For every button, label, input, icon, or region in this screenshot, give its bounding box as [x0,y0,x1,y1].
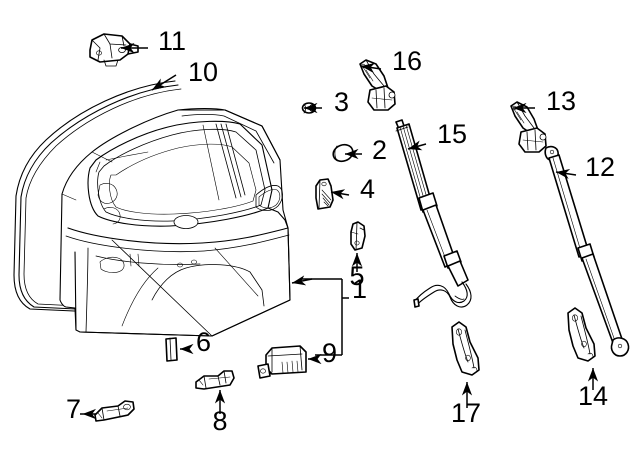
part-bumper-6 [165,337,178,362]
callout-16: 16 [392,46,422,76]
part-cushion-4 [315,178,334,210]
callout-14: 14 [578,381,608,411]
part-bracket-16 [359,59,396,111]
callout-6: 6 [196,327,211,357]
leader-10 [151,74,177,91]
callout-1: 1 [352,274,367,304]
callout-4: 4 [360,174,375,204]
part-hinge-upper [89,33,139,67]
callout-5: 5 [349,261,364,291]
callout-3: 3 [334,87,349,117]
leader-15 [407,140,427,151]
leader-16 [360,62,382,74]
callout-17: 17 [451,398,481,428]
part-damper-12 [544,145,630,357]
callout-8: 8 [212,406,227,436]
part-actuator-15 [395,119,472,308]
callout-10: 10 [188,57,218,87]
part-bracket-13 [510,101,547,153]
leader-1 [291,275,349,356]
callout-9: 9 [322,338,337,368]
leader-12 [555,168,577,180]
callout-7: 7 [66,394,81,424]
part-weatherstrip-seal [13,80,182,313]
leader-4 [330,189,350,200]
callout-12: 12 [585,152,615,182]
callout-11: 11 [158,26,186,56]
part-grommet-2 [332,143,354,163]
callout-2: 2 [372,135,387,165]
part-bracket-14 [567,307,596,362]
callout-13: 13 [546,86,576,116]
part-clip-8 [195,370,235,390]
part-back-door-panel [59,107,291,337]
callout-15: 15 [437,119,467,149]
part-clip-7 [94,400,135,422]
part-striker-5 [350,221,366,251]
part-bracket-17 [451,321,480,376]
part-lock-9 [257,345,307,379]
